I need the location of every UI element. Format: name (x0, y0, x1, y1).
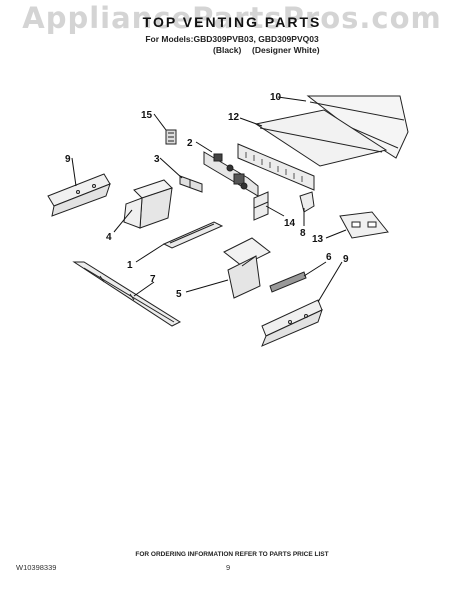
callout-1: 1 (127, 260, 133, 271)
part-15-connector (165, 129, 177, 145)
model-numbers: For Models:GBD309PVB03, GBD309PVQ03 (145, 34, 319, 44)
part-9-hook (299, 191, 315, 213)
part-2-blower-assembly (203, 151, 259, 197)
watermark: AppliancePartsPros.com (22, 1, 442, 35)
callout-7: 7 (150, 274, 156, 285)
document-number: W10398339 (16, 563, 57, 572)
part-5-deflector (223, 237, 271, 299)
model-variants: (Black) (Designer White) (0, 45, 464, 57)
page-title: TOP VENTING PARTS (142, 14, 322, 30)
part-13-bracket (253, 191, 269, 221)
part-8-side-bracket-left (47, 173, 111, 217)
callout-10: 10 (270, 92, 282, 103)
callout-5: 5 (176, 289, 182, 300)
callout-12: 12 (228, 112, 240, 123)
variant-black: (Black) (213, 45, 242, 55)
callout-3: 3 (154, 154, 160, 165)
part-8-side-bracket-right (261, 299, 323, 347)
callout-8-right: 9 (343, 254, 349, 265)
callout-2: 2 (187, 138, 193, 149)
part-12-top-panel (254, 109, 388, 167)
callout-15: 15 (141, 110, 153, 121)
variant-designer-white: (Designer White) (252, 45, 320, 55)
part-12-rail (237, 143, 315, 191)
part-14-plate (339, 211, 389, 239)
callout-4: 4 (106, 232, 112, 243)
part-6-connector-strip (269, 271, 307, 293)
callout-9: 8 (300, 228, 306, 239)
part-1-strip (162, 221, 224, 249)
callout-8-left: 9 (65, 154, 71, 165)
callout-14: 13 (312, 234, 324, 245)
part-4-duct (123, 179, 173, 229)
callout-6: 6 (326, 252, 332, 263)
page-number: 9 (226, 563, 231, 572)
part-7-trim-rail (72, 261, 182, 327)
part-3-block (179, 175, 203, 193)
leader-lines (71, 96, 347, 303)
callout-13: 14 (284, 218, 296, 229)
ordering-info: FOR ORDERING INFORMATION REFER TO PARTS … (135, 551, 329, 558)
